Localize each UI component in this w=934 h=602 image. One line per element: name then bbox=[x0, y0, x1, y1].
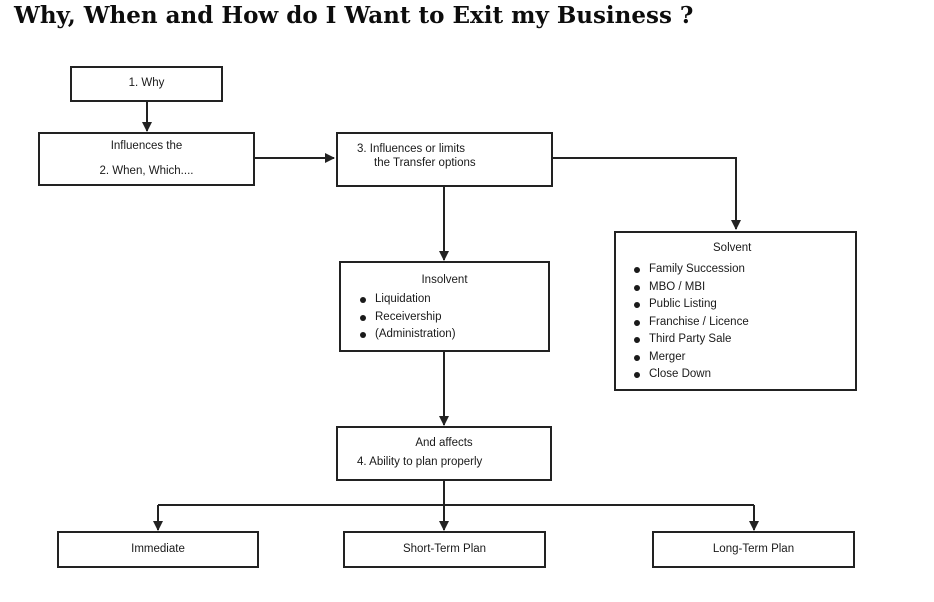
immediate-box: Immediate bbox=[57, 531, 259, 568]
solvent-item: Third Party Sale bbox=[633, 331, 749, 349]
insolvent-item: Liquidation bbox=[359, 291, 456, 309]
why-box: 1. Why bbox=[70, 66, 223, 102]
solvent-heading: Solvent bbox=[713, 242, 752, 254]
solvent-item: Franchise / Licence bbox=[633, 314, 749, 332]
long-term-label: Long-Term Plan bbox=[712, 543, 795, 555]
solvent-item: Merger bbox=[633, 349, 749, 367]
when-line-1: Influences the bbox=[110, 140, 183, 152]
solvent-item: Public Listing bbox=[633, 296, 749, 314]
transfer-box: 3. Influences or limits the Transfer opt… bbox=[336, 132, 553, 187]
arrow-transfer-to-solvent bbox=[552, 157, 741, 230]
ability-line-2: 4. Ability to plan properly bbox=[357, 456, 483, 468]
solvent-box: Solvent Family Succession MBO / MBI Publ… bbox=[614, 231, 857, 391]
insolvent-item: Receivership bbox=[359, 309, 456, 327]
insolvent-list: Liquidation Receivership (Administration… bbox=[359, 291, 456, 344]
insolvent-item: (Administration) bbox=[359, 326, 456, 344]
solvent-item: MBO / MBI bbox=[633, 279, 749, 297]
short-term-box: Short-Term Plan bbox=[343, 531, 546, 568]
long-term-box: Long-Term Plan bbox=[652, 531, 855, 568]
page-title: Why, When and How do I Want to Exit my B… bbox=[14, 2, 694, 29]
insolvent-heading: Insolvent bbox=[421, 274, 468, 286]
solvent-item: Close Down bbox=[633, 366, 749, 384]
immediate-label: Immediate bbox=[131, 543, 185, 555]
solvent-list: Family Succession MBO / MBI Public Listi… bbox=[633, 261, 749, 384]
solvent-item: Family Succession bbox=[633, 261, 749, 279]
transfer-line-1: 3. Influences or limits bbox=[357, 143, 466, 155]
ability-line-1: And affects bbox=[415, 437, 473, 449]
insolvent-box: Insolvent Liquidation Receivership (Admi… bbox=[339, 261, 550, 352]
why-label: 1. Why bbox=[128, 77, 165, 89]
transfer-line-2: the Transfer options bbox=[374, 157, 476, 169]
when-line-2: 2. When, Which.... bbox=[99, 165, 194, 177]
when-box: Influences the 2. When, Which.... bbox=[38, 132, 255, 186]
ability-box: And affects 4. Ability to plan properly bbox=[336, 426, 552, 481]
short-term-label: Short-Term Plan bbox=[402, 543, 487, 555]
